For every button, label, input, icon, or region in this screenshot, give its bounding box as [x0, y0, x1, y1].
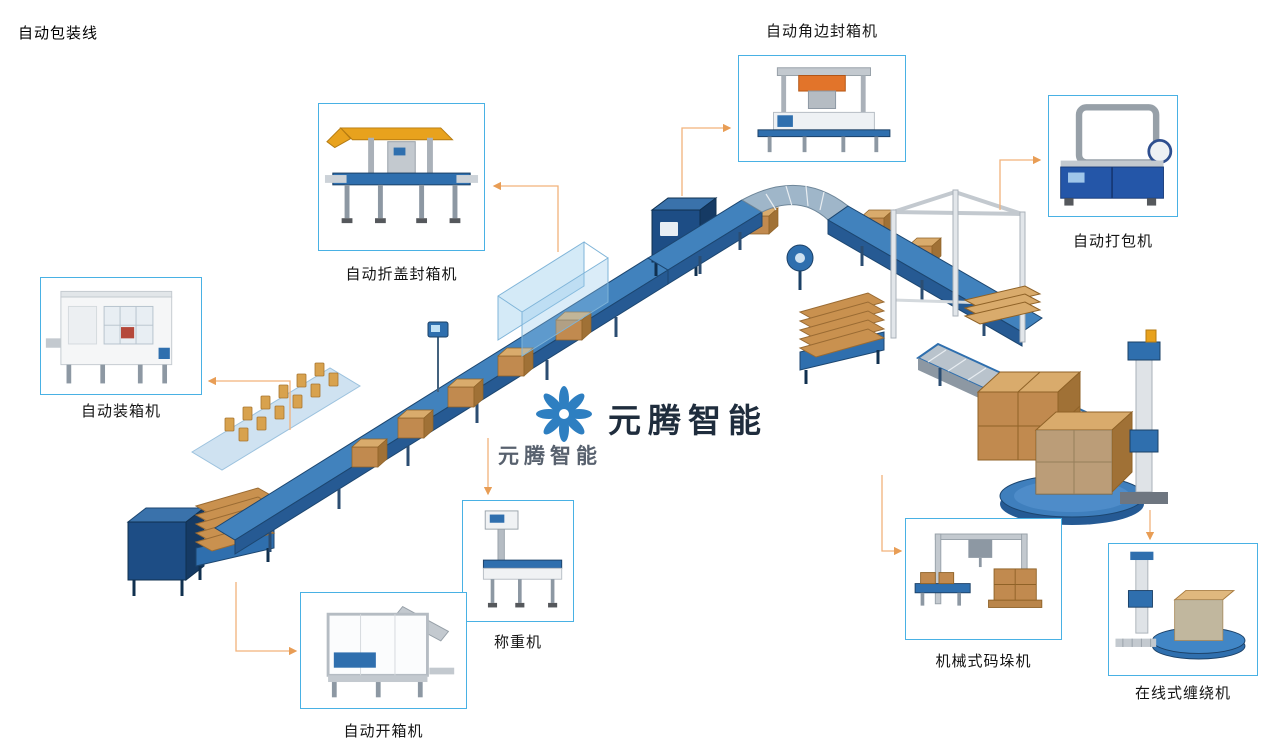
carton-erector-machine [126, 506, 206, 596]
strap-coil [786, 244, 814, 290]
wrapper-image [1115, 551, 1246, 660]
box-stack-b [1034, 410, 1134, 495]
strapper-panel [1048, 95, 1178, 217]
wrapper-label: 在线式缠绕机 [1134, 685, 1231, 702]
flap-sealer-panel [318, 103, 485, 251]
flap-sealer-label: 自动折盖封箱机 [345, 266, 458, 283]
staged-cartons [963, 285, 1042, 325]
wrapper-panel [1108, 543, 1258, 676]
erector-panel [300, 592, 467, 709]
strapper-image [1060, 104, 1173, 206]
strapper-label: 自动打包机 [1072, 233, 1153, 250]
control-panel [427, 321, 449, 392]
connector-flap-sealer [492, 181, 559, 252]
connector-lines [207, 123, 1155, 656]
case-packer-panel [40, 277, 202, 395]
weigher-image [482, 510, 563, 608]
product-accumulation-table [191, 362, 361, 471]
connector-palletizer [881, 475, 903, 556]
wrapper-mast [1120, 329, 1168, 504]
connector-case-packer [207, 376, 291, 430]
palletizer-image [914, 533, 1043, 608]
gantry-frame [890, 189, 1026, 343]
corner-sealer-image [757, 67, 891, 153]
erector-image [326, 605, 455, 698]
erector-label: 自动开箱机 [343, 723, 424, 740]
palletizer-panel [905, 518, 1062, 640]
connector-erector [235, 582, 298, 656]
case-packer-label: 自动装箱机 [80, 403, 161, 420]
curve-conveyor [647, 184, 849, 285]
corner-sealer-panel [738, 55, 906, 162]
case-packer-image [45, 290, 173, 384]
glass-enclosure [497, 241, 609, 357]
weigher-panel [462, 500, 574, 622]
carton-magazine-gantry [798, 292, 886, 384]
connector-corner-sealer [681, 123, 732, 196]
flap-sealer-image [324, 127, 479, 224]
weigher-label: 称重机 [493, 634, 542, 651]
corner-sealer-label: 自动角边封箱机 [765, 23, 878, 40]
diagram-title: 自动包装线 [18, 25, 99, 42]
palletizer-label: 机械式码垛机 [935, 653, 1032, 670]
connector-strapper [999, 155, 1042, 210]
